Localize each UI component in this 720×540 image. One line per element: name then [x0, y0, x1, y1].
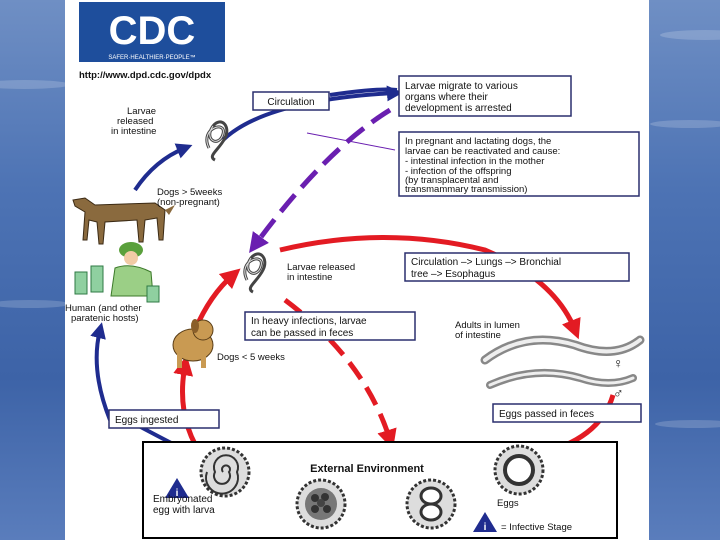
- label-larvae-released-mid: Larvae released in intestine: [287, 262, 355, 283]
- svg-text:in intestine: in intestine: [287, 272, 332, 283]
- svg-text:Adults in lumen: Adults in lumen: [455, 320, 520, 331]
- svg-text:Dogs > 5weeks: Dogs > 5weeks: [157, 187, 222, 198]
- egg-embryonated-icon: [199, 446, 251, 498]
- logo-tagline: SAFER·HEALTHIER·PEOPLE™: [108, 54, 195, 61]
- arrow-blue-top-tail: [329, 87, 398, 97]
- arrow-blue-dog-to-larvae: [133, 143, 193, 192]
- svg-text:egg with larva: egg with larva: [153, 505, 215, 516]
- box-larvae-migrate: Larvae migrate to various organs where t…: [398, 75, 572, 117]
- background-streak: [650, 120, 720, 128]
- adult-dog-icon: [72, 197, 175, 245]
- logo-text: CDC: [109, 9, 196, 53]
- svg-text:larvae can be reactivated and: larvae can be reactivated and cause:: [405, 146, 560, 157]
- svg-text:Circulation: Circulation: [267, 97, 314, 108]
- svg-text:paratenic hosts): paratenic hosts): [71, 313, 139, 324]
- svg-text:In heavy infections, larvae: In heavy infections, larvae: [251, 316, 367, 327]
- svg-text:of intestine: of intestine: [455, 330, 501, 341]
- larva-coil-icon: [243, 252, 267, 294]
- source-url: http://www.dpd.cdc.gov/dpdx: [79, 70, 212, 81]
- svg-text:Larvae: Larvae: [127, 106, 156, 117]
- arrow-purple-dashed: [249, 107, 392, 254]
- label-eggs: Eggs: [497, 498, 519, 509]
- svg-text:development is arrested: development is arrested: [405, 103, 512, 114]
- connector-purple-line: [306, 132, 396, 151]
- egg-morula-icon: [295, 478, 347, 530]
- box-circulation: Circulation: [252, 91, 330, 111]
- svg-text:tree –> Esophagus: tree –> Esophagus: [411, 269, 495, 280]
- svg-text:Eggs passed in feces: Eggs passed in feces: [499, 409, 594, 420]
- svg-text:Eggs ingested: Eggs ingested: [115, 415, 178, 426]
- svg-text:in intestine: in intestine: [111, 126, 156, 137]
- female-symbol: ♀: [613, 355, 624, 371]
- lifecycle-diagram-panel: CDC SAFER·HEALTHIER·PEOPLE™ http://www.d…: [65, 0, 649, 540]
- svg-text:Larvae released: Larvae released: [287, 262, 355, 273]
- puppy-icon: [172, 319, 214, 368]
- svg-text:can be passed in feces: can be passed in feces: [251, 328, 353, 339]
- svg-text:- intestinal infection in the: - intestinal infection in the mother: [405, 156, 544, 167]
- box-heavy-infections: In heavy infections, larvae can be passe…: [244, 311, 416, 341]
- svg-text:i: i: [176, 488, 179, 499]
- label-dogs-under-5weeks: Dogs < 5 weeks: [217, 352, 285, 363]
- human-child-icon: [74, 242, 160, 303]
- adult-worms-icon: [480, 335, 645, 389]
- cdc-logo: CDC SAFER·HEALTHIER·PEOPLE™: [79, 2, 225, 62]
- box-circulation-lungs: Circulation –> Lungs –> Bronchial tree –…: [404, 252, 630, 282]
- svg-text:transmammary transmission): transmammary transmission): [405, 184, 527, 195]
- arrow-red-top: [279, 235, 581, 340]
- svg-text:Embryonated: Embryonated: [153, 494, 212, 505]
- label-infective-stage: = Infective Stage: [501, 522, 572, 533]
- background-streak: [655, 420, 720, 428]
- infective-stage-marker-icon: i: [165, 478, 189, 499]
- background-streak: [0, 300, 70, 308]
- lifecycle-diagram: CDC SAFER·HEALTHIER·PEOPLE™ http://www.d…: [65, 2, 645, 539]
- box-pregnant-dogs: In pregnant and lactating dogs, the larv…: [398, 131, 640, 197]
- box-eggs-ingested: Eggs ingested: [108, 409, 220, 429]
- background-streak: [660, 30, 720, 40]
- svg-text:(by transplacental and: (by transplacental and: [405, 175, 498, 186]
- svg-text:i: i: [484, 522, 487, 533]
- label-larvae-released-top: Larvae released in intestine: [111, 106, 156, 137]
- svg-text:In pregnant and lactating dogs: In pregnant and lactating dogs, the: [405, 136, 551, 147]
- svg-text:(non-pregnant): (non-pregnant): [157, 197, 220, 208]
- label-embryonated-egg: Embryonated egg with larva: [153, 494, 215, 516]
- svg-text:Human (and other: Human (and other: [65, 303, 142, 314]
- svg-text:organs where their: organs where their: [405, 92, 488, 103]
- egg-cleavage-icon: [405, 478, 457, 530]
- box-eggs-passed: Eggs passed in feces: [492, 403, 642, 423]
- arrow-red-dashed: [283, 298, 397, 450]
- svg-text:External Environment: External Environment: [310, 463, 424, 475]
- svg-text:Larvae migrate to various: Larvae migrate to various: [405, 81, 518, 92]
- background-streak: [0, 80, 70, 89]
- svg-text:Circulation –> Lungs –> Bronch: Circulation –> Lungs –> Bronchial: [411, 257, 561, 268]
- infective-stage-legend-icon: i: [473, 512, 497, 533]
- label-adults-in-lumen: Adults in lumen of intestine: [455, 320, 520, 341]
- svg-text:- infection of the offspring: - infection of the offspring: [405, 166, 512, 177]
- arrow-blue-left-up: [90, 322, 112, 421]
- label-human-hosts: Human (and other paratenic hosts): [65, 303, 142, 324]
- male-symbol: ♂: [613, 385, 624, 401]
- label-dogs-over-5weeks: Dogs > 5weeks (non-pregnant): [157, 187, 222, 208]
- larva-coil-icon: [205, 120, 229, 162]
- egg-single-cell-icon: [493, 444, 545, 496]
- svg-text:released: released: [117, 116, 153, 127]
